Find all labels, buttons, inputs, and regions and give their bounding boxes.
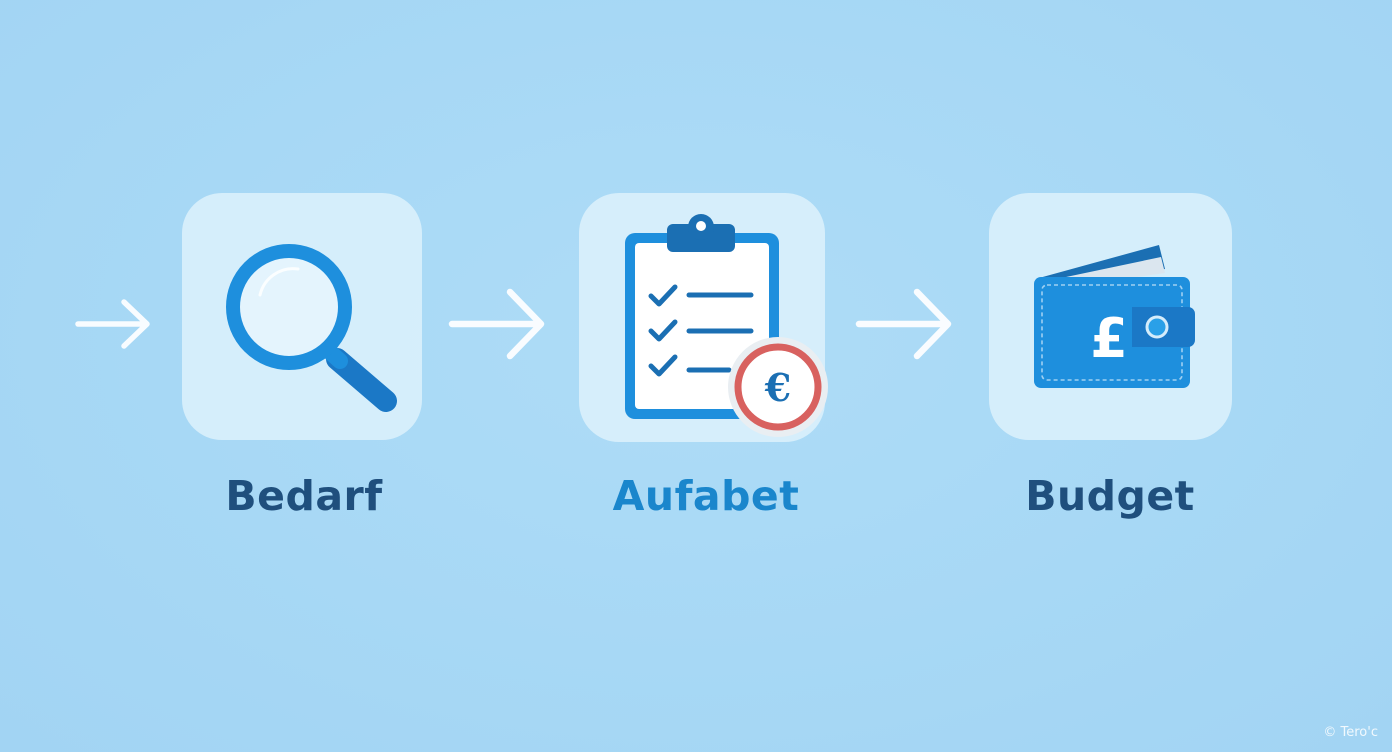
step-aufabet-tile: € — [579, 193, 828, 442]
wallet-icon: £ — [1034, 245, 1195, 388]
arrow-right-icon — [448, 288, 545, 360]
step-budget-tile: £ — [989, 193, 1232, 440]
watermark: © Tero'c — [1323, 725, 1378, 740]
clipboard-checklist-icon: € — [625, 214, 828, 437]
euro-symbol: € — [764, 365, 791, 410]
arrow-right-icon — [855, 288, 952, 360]
step-label-bedarf: Bedarf — [225, 472, 383, 520]
step-label-budget: Budget — [1025, 472, 1195, 520]
pound-symbol: £ — [1090, 307, 1128, 370]
step-label-aufabet: Aufabet — [612, 472, 800, 520]
magnifying-glass-icon — [226, 244, 397, 412]
euro-badge-icon: € — [728, 337, 828, 437]
step-bedarf-tile — [182, 193, 422, 440]
arrow-right-icon — [75, 299, 150, 349]
